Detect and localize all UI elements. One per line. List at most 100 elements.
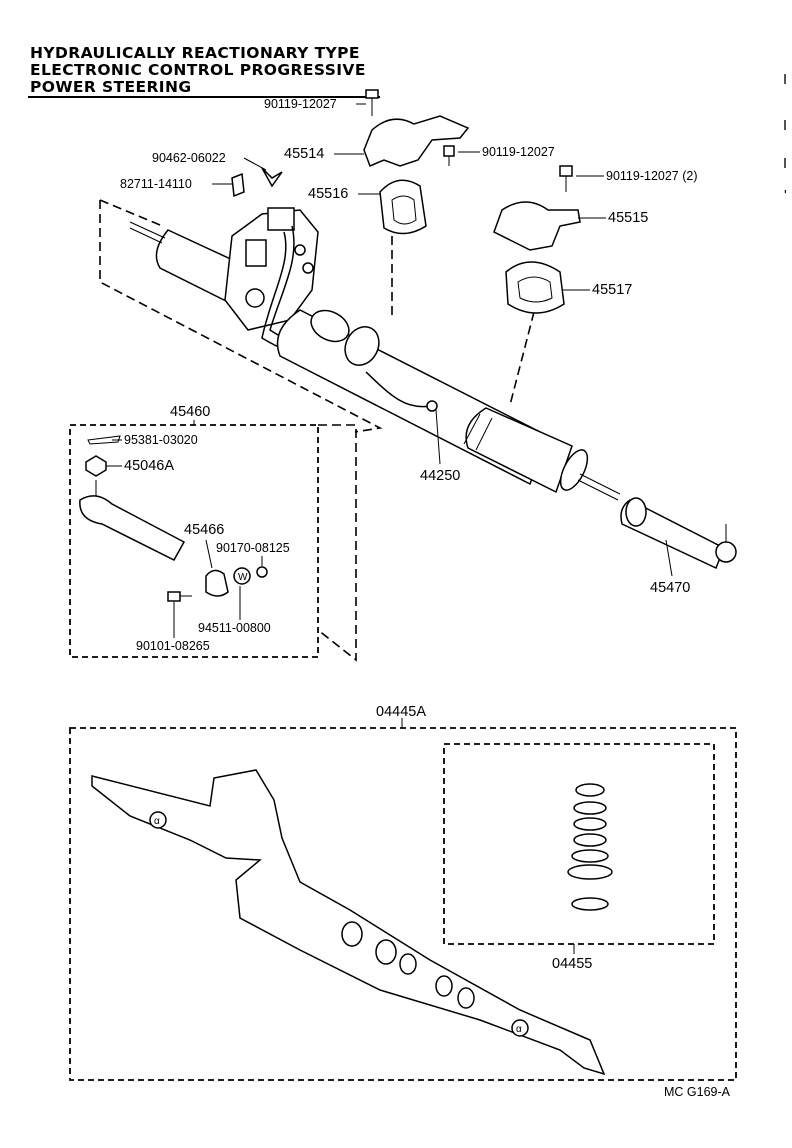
boot-rib-1 bbox=[463, 413, 481, 445]
leader-p18 bbox=[665, 539, 673, 577]
right-rack-rod bbox=[579, 473, 621, 495]
seal-left-mark: α bbox=[154, 816, 160, 827]
pn-90170-08125: 90170-08125 bbox=[216, 541, 290, 555]
part-number-labels: 90119-12027 45514 90119-12027 90119-1202… bbox=[106, 97, 698, 972]
leader-p13 bbox=[435, 409, 441, 465]
tie-rod-end-45470 bbox=[620, 497, 737, 570]
pn-45517: 45517 bbox=[592, 282, 632, 298]
tie-rod-body-45460 bbox=[79, 495, 186, 561]
valve-seal-ring-3 bbox=[573, 817, 607, 831]
left-rack-end-rod-2 bbox=[129, 227, 163, 244]
pn-45515: 45515 bbox=[608, 210, 648, 226]
edge-mark-2: I bbox=[783, 118, 787, 134]
valve-solenoid bbox=[245, 239, 267, 267]
bolt-90119-12027-pair bbox=[559, 165, 573, 192]
pn-44250: 44250 bbox=[420, 468, 460, 484]
rack-end-seal bbox=[559, 449, 589, 491]
edge-mark-1: I bbox=[783, 72, 787, 88]
valve-bolt-1 bbox=[294, 244, 306, 256]
right-rack-rod-2 bbox=[577, 479, 619, 501]
seal-right-mark: α bbox=[516, 1024, 522, 1035]
tie-rod-kit-leader bbox=[317, 424, 357, 662]
gear-dashed-outline-left bbox=[99, 200, 383, 433]
pn-82711-14110: 82711-14110 bbox=[120, 177, 192, 191]
title-line-1: HYDRAULICALLY REACTIONARY TYPE bbox=[30, 44, 360, 62]
pn-95381-03020: 95381-03020 bbox=[124, 433, 198, 447]
edge-marks: I I I ' bbox=[783, 72, 787, 204]
pn-45460: 45460 bbox=[170, 404, 210, 420]
valve-seal-ring-2 bbox=[573, 801, 607, 815]
pn-90119-12027-a: 90119-12027 bbox=[264, 97, 337, 111]
valve-seal-ring-1 bbox=[575, 783, 605, 797]
oring-2 bbox=[375, 939, 397, 965]
valve-port bbox=[245, 288, 265, 308]
sensor-wire bbox=[365, 371, 431, 408]
tie-rod-collar-45470 bbox=[625, 497, 647, 527]
title-line-2: ELECTRONIC CONTROL PROGRESSIVE bbox=[30, 61, 366, 79]
bolt-head-pair bbox=[559, 165, 573, 177]
cotter-pin-95381-03020 bbox=[87, 435, 121, 445]
washer-94511-00800 bbox=[233, 567, 251, 585]
bracket-45514 bbox=[363, 115, 470, 167]
pn-45516: 45516 bbox=[308, 186, 348, 202]
bolt-90119-12027-mid bbox=[443, 145, 455, 166]
bracket-45515 bbox=[493, 201, 581, 251]
valve-seal-ring-5 bbox=[571, 849, 609, 863]
edge-mark-3: I bbox=[783, 156, 787, 172]
sensor-connector bbox=[426, 400, 438, 412]
grommet-45516 bbox=[379, 179, 427, 235]
seal-kit-box-04455 bbox=[443, 743, 715, 945]
tie-rod-body-45470 bbox=[620, 499, 725, 570]
nut-90170-08125 bbox=[256, 566, 268, 578]
pn-45514: 45514 bbox=[284, 146, 324, 162]
title-line-3: POWER STEERING bbox=[30, 78, 191, 96]
pn-04445A: 04445A bbox=[376, 704, 426, 720]
gear-dashed-outline-top bbox=[99, 199, 161, 226]
pn-90119-12027-b: 90119-12027 bbox=[482, 145, 555, 159]
edge-mark-4: ' bbox=[784, 188, 787, 204]
pn-94511-00800: 94511-00800 bbox=[198, 621, 271, 635]
steering-gear-housing bbox=[129, 207, 621, 501]
cylinder-collar bbox=[344, 326, 380, 366]
tie-rod-end-45460: W bbox=[79, 435, 268, 602]
valve-bolt-2 bbox=[302, 262, 314, 274]
tie-rod-ball-45470 bbox=[715, 541, 737, 563]
grommet-45516-inner bbox=[391, 195, 417, 225]
bracket-leader-45517 bbox=[509, 311, 535, 406]
seal-left bbox=[149, 811, 167, 829]
clamp-82711-14110 bbox=[231, 172, 245, 198]
housing-outline-04445A bbox=[91, 769, 606, 1076]
valve-seal-ring-6 bbox=[567, 864, 613, 880]
grommet-45517-inner bbox=[517, 276, 553, 303]
valve-seal-ring-7 bbox=[571, 897, 609, 911]
valve-seal-stack-04455 bbox=[567, 783, 613, 911]
left-rack-end-rod bbox=[129, 221, 166, 239]
figure-code: MC G169-A bbox=[664, 1085, 731, 1099]
clamp-45466 bbox=[205, 569, 229, 597]
clip-90462-06022 bbox=[261, 167, 283, 188]
leader-p14 bbox=[205, 539, 213, 569]
castle-nut-45046A bbox=[85, 455, 107, 477]
seal-right bbox=[511, 1019, 529, 1037]
boot-rib-2 bbox=[475, 417, 493, 451]
gasket-kit-box-04445A bbox=[69, 727, 737, 1081]
bolt-head-top bbox=[365, 89, 379, 99]
washer-mark: W bbox=[238, 572, 248, 583]
pn-04455: 04455 bbox=[552, 956, 592, 972]
pn-45466: 45466 bbox=[184, 522, 224, 538]
oring-4 bbox=[435, 975, 453, 997]
oring-3 bbox=[399, 953, 417, 975]
pn-90101-08265: 90101-08265 bbox=[136, 639, 210, 653]
valve-top-fitting bbox=[267, 207, 295, 231]
cylinder-nut bbox=[310, 309, 350, 343]
pn-45470: 45470 bbox=[650, 580, 690, 596]
leader-p5 bbox=[243, 157, 267, 171]
valve-seal-ring-4 bbox=[573, 833, 607, 847]
pn-45046A: 45046A bbox=[124, 458, 174, 474]
rack-boot-right bbox=[465, 407, 573, 494]
bolt-head-mid bbox=[443, 145, 455, 157]
oring-1 bbox=[341, 921, 363, 947]
pn-90119-12027-c: 90119-12027 (2) bbox=[606, 169, 698, 183]
bolt-head-90101-08265 bbox=[167, 591, 181, 602]
